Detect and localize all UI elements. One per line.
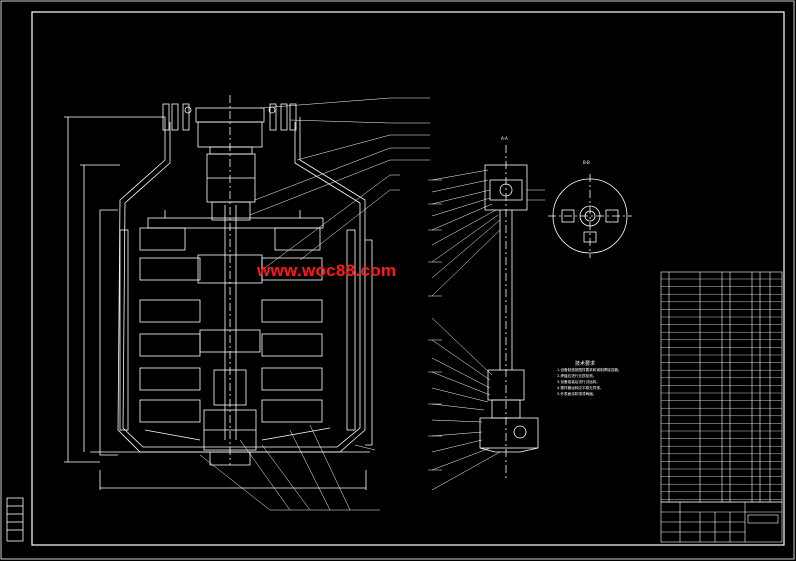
view-label-a: A-A xyxy=(501,136,508,141)
impeller-blades-left xyxy=(139,227,201,423)
technical-requirements: 技术要求 1.设备制造按图样要求和钢制焊接容器。 2.焊缝应进行无损检测。 3.… xyxy=(557,360,622,397)
tech-req-line: 2.焊缝应进行无损检测。 xyxy=(557,374,597,378)
tech-req-line: 4.搅拌器运转应平稳无异常。 xyxy=(557,386,604,390)
impeller-blades-right xyxy=(261,227,323,423)
drawing-border xyxy=(31,11,785,546)
tech-req-line: 5.外表面涂防锈漆两遍。 xyxy=(557,392,597,396)
tech-req-line: 1.设备制造按图样要求和钢制焊接容器。 xyxy=(557,368,622,372)
section-view-circle xyxy=(548,174,632,258)
parts-list-table xyxy=(660,271,783,503)
watermark-url: www.woc88.com xyxy=(257,261,397,280)
tech-req-line: 3.设备组装后进行试运转。 xyxy=(557,380,600,384)
view-label-b: B-B xyxy=(583,160,590,165)
margin-stamp-boxes xyxy=(6,497,24,542)
title-block xyxy=(660,501,783,543)
vessel-main-view xyxy=(64,95,430,511)
shaft-detail-view xyxy=(428,145,545,491)
technical-requirements-title: 技术要求 xyxy=(575,361,596,367)
parts-list-rows xyxy=(661,278,782,500)
